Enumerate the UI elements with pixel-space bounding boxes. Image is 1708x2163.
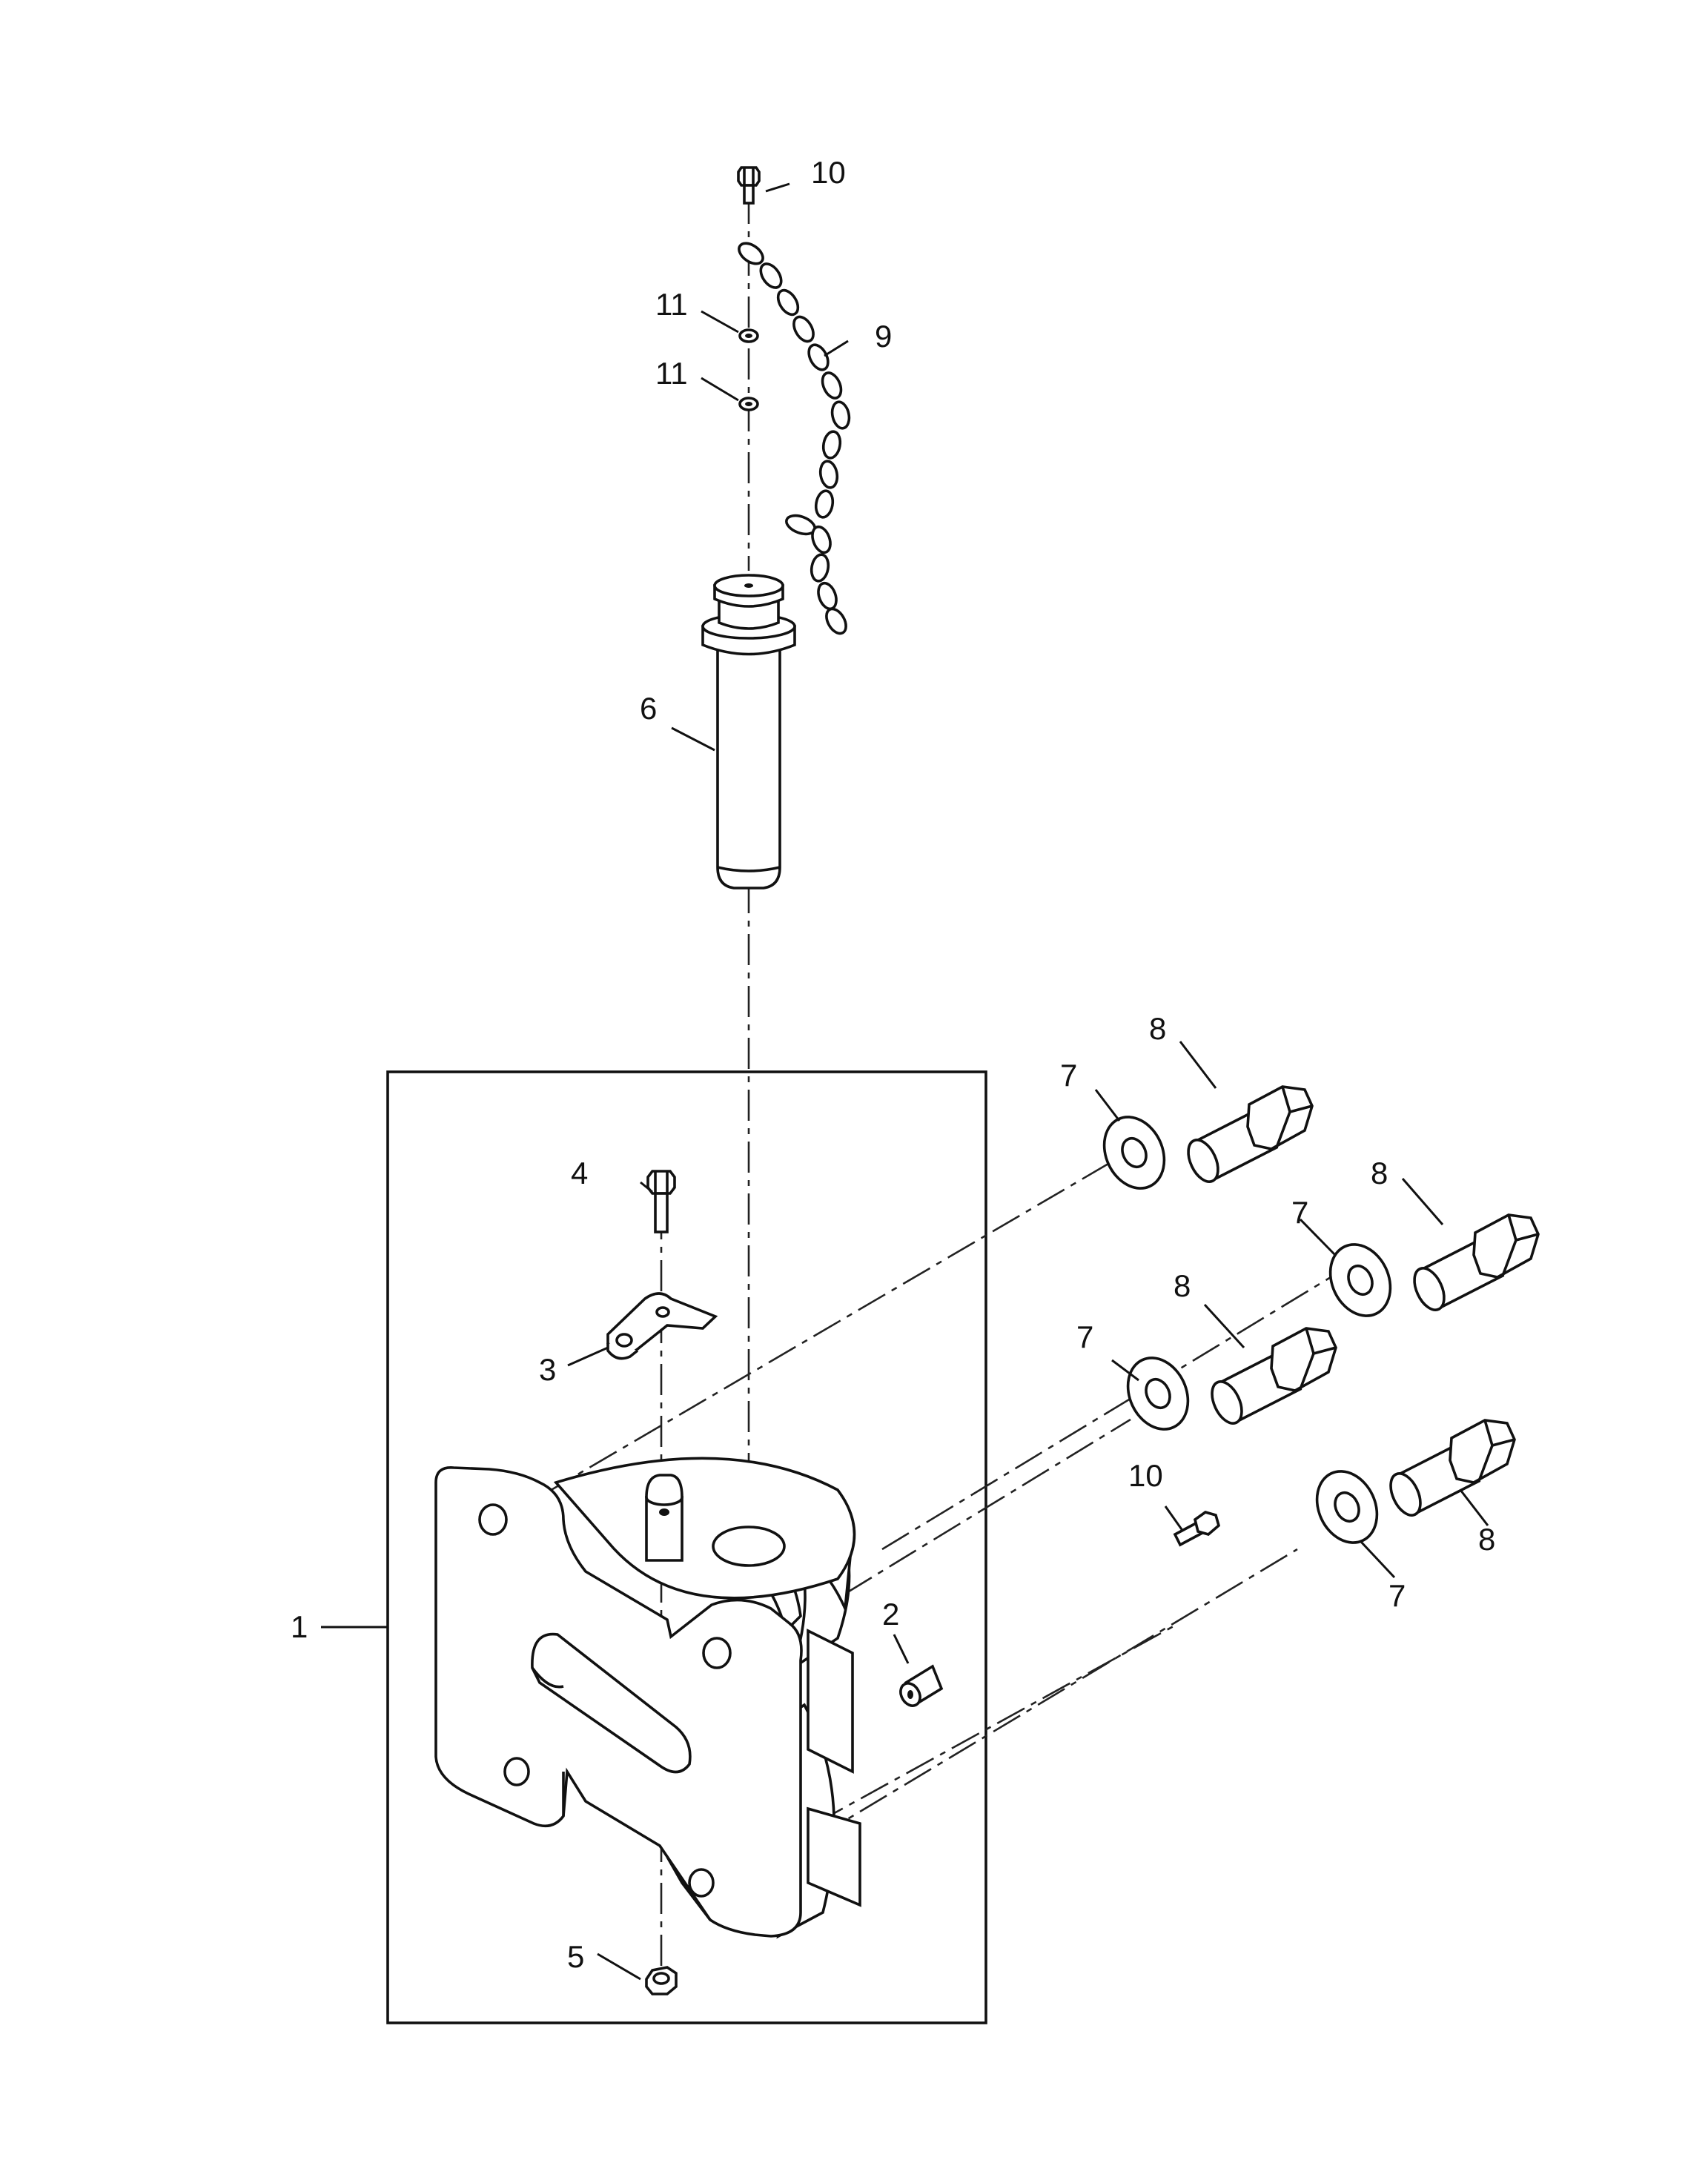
callout-7-upper: 7 [1060,1058,1077,1093]
bolt-small-lower [1173,1511,1221,1547]
washer-middle-right [1328,1243,1392,1317]
callout-11-upper: 11 [655,287,688,322]
bolt-upper [1187,1085,1314,1183]
washer-middle-left [1126,1357,1190,1431]
leader-lines [321,182,1489,1981]
washer-small-2 [738,397,759,411]
callout-8-lower: 8 [1478,1522,1495,1557]
callout-8-middle-left: 8 [1174,1268,1191,1303]
bolt-middle-left [1211,1327,1337,1425]
callout-3: 3 [539,1352,556,1387]
chain [738,242,851,635]
callout-11-lower: 11 [655,356,688,391]
callout-4: 4 [571,1156,588,1190]
callout-labels: 10 9 11 11 6 1 4 3 5 7 8 7 8 7 8 7 8 10 … [291,155,1495,1974]
hitch-pin [701,574,796,890]
callout-8-upper: 8 [1149,1011,1166,1046]
bolt-lower [1389,1419,1516,1517]
washer-lower [1315,1470,1379,1544]
callout-7-middle-left: 7 [1076,1319,1093,1354]
callout-5: 5 [567,1939,584,1974]
bushing [899,1664,944,1707]
callout-8-middle-right: 8 [1371,1156,1388,1190]
assembly-frame [386,1070,987,2024]
centerlines [544,193,1335,1994]
callout-9: 9 [875,319,892,354]
callout-10-top: 10 [811,155,846,190]
callout-6: 6 [640,691,657,726]
callout-7-lower: 7 [1388,1578,1406,1613]
callout-10-lower: 10 [1128,1458,1163,1493]
washer-upper [1102,1116,1166,1190]
nut [645,1966,678,1995]
washer-small-1 [738,328,759,343]
callout-7-middle-right: 7 [1291,1195,1308,1230]
hitch-body [434,1457,861,1939]
bracket [606,1292,718,1360]
bolt-small-top [737,166,761,205]
bolt-middle-right [1413,1213,1540,1311]
bolt-item-4 [646,1170,676,1233]
callout-2: 2 [882,1597,899,1632]
callout-1: 1 [291,1609,308,1644]
